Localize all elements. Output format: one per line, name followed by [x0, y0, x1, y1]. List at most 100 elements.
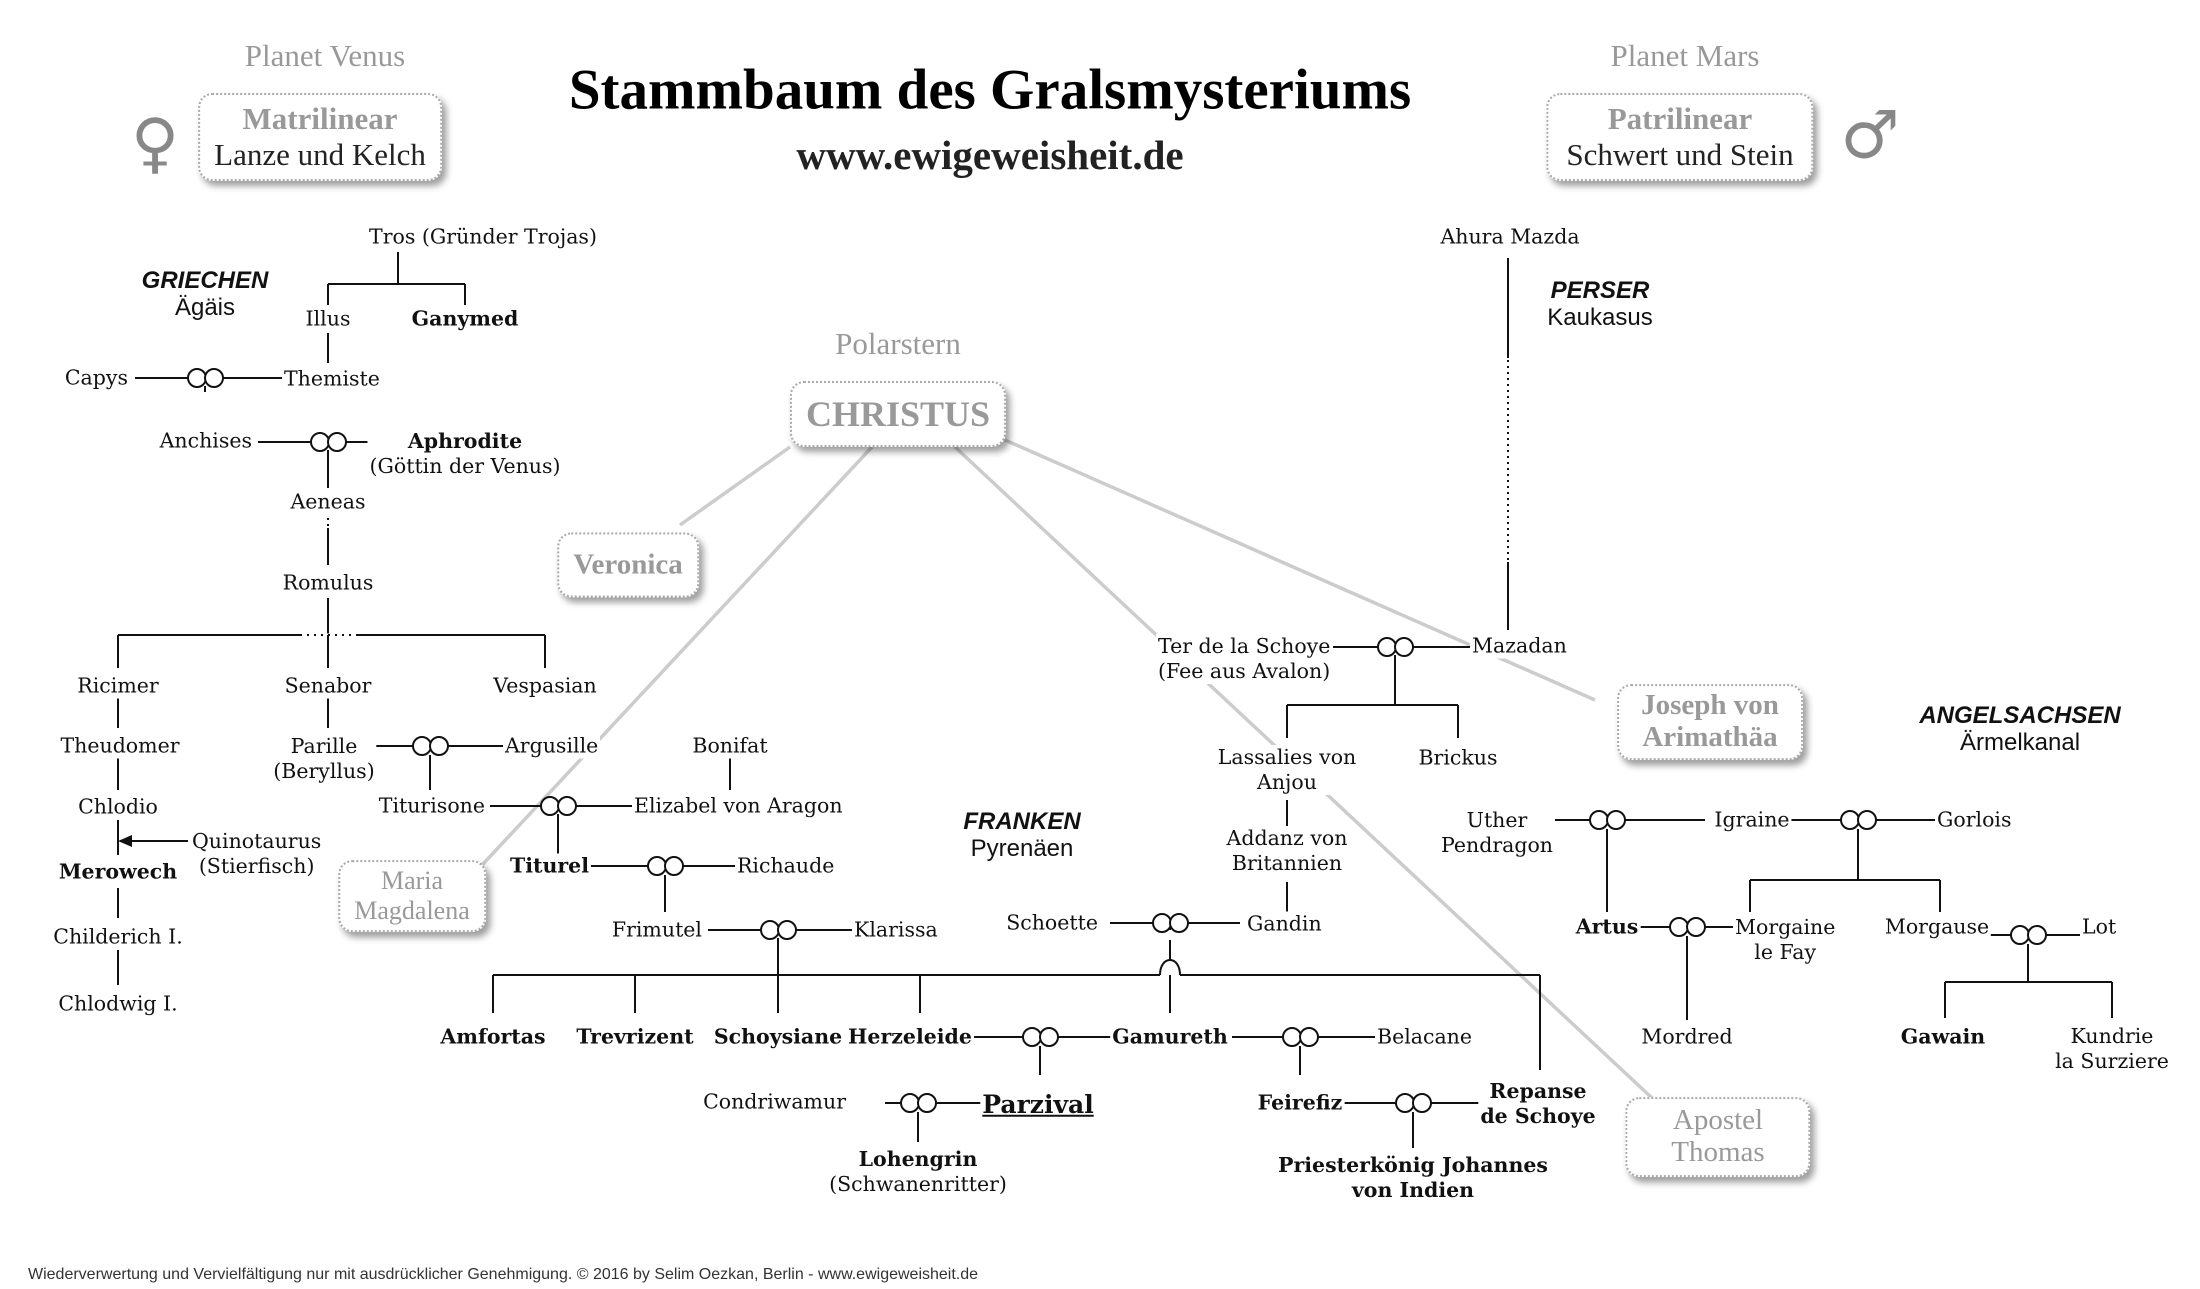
patrilinear-subtitle: Schwert und Stein: [1566, 137, 1794, 172]
person-kundrie: Kundrie la Surziere: [2053, 1024, 2171, 1074]
person-vespasian: Vespasian: [491, 673, 599, 699]
person-argusille: Argusille: [503, 733, 601, 759]
addanz-line1: Addanz von: [1226, 826, 1348, 850]
person-childerich: Childerich I.: [51, 924, 185, 950]
group-perser-region: Kaukasus: [1547, 304, 1653, 331]
repanse-line2: de Schoye: [1480, 1104, 1596, 1128]
venus-symbol-icon: ♀: [130, 104, 180, 182]
person-igraine: Igraine: [1712, 807, 1792, 833]
joseph-line1: Joseph von: [1641, 689, 1779, 722]
copyright-footer: Wiederverwertung und Vervielfältigung nu…: [28, 1266, 979, 1283]
repanse-line1: Repanse: [1489, 1079, 1587, 1103]
group-angelsachsen-name: ANGELSACHSEN: [1919, 702, 2121, 730]
lassalies-line1: Lassalies von: [1217, 745, 1357, 769]
patrilinear-box: Patrilinear Schwert und Stein: [1546, 93, 1814, 181]
planet-venus-label: Planet Venus: [244, 38, 406, 73]
thomas-line1: Apostel: [1672, 1104, 1764, 1137]
lohengrin-name: Lohengrin: [858, 1147, 978, 1171]
mars-symbol-icon: ♂: [1840, 96, 1900, 174]
kundrie-line2: la Surziere: [2055, 1049, 2169, 1073]
person-schoysiane: Schoysiane: [711, 1024, 845, 1050]
group-griechen-name: GRIECHEN: [141, 267, 269, 295]
person-bonifat: Bonifat: [690, 733, 770, 759]
kundrie-line1: Kundrie: [2070, 1024, 2154, 1048]
parille-note: (Beryllus): [273, 759, 375, 783]
christus-name: CHRISTUS: [805, 394, 991, 434]
aphrodite-note: (Göttin der Venus): [369, 454, 561, 478]
group-perser-name: PERSER: [1550, 277, 1650, 305]
page-title: Stammbaum des Gralsmysteriums: [568, 58, 1412, 122]
person-morgaine: Morgaine le Fay: [1733, 915, 1838, 965]
person-mordred: Mordred: [1639, 1024, 1735, 1050]
person-brickus: Brickus: [1416, 745, 1500, 771]
group-angelsachsen: ANGELSACHSEN Ärmelkanal: [1919, 702, 2121, 757]
uther-line1: Uther: [1466, 808, 1528, 832]
person-illus: Illus: [303, 306, 353, 332]
person-elizabel: Elizabel von Aragon: [632, 793, 845, 819]
person-repanse: Repanse de Schoye: [1478, 1079, 1598, 1129]
matrilinear-box: Matrilinear Lanze und Kelch: [198, 93, 442, 181]
maria-magdalena-box: Maria Magdalena: [338, 860, 486, 932]
person-chlodwig: Chlodwig I.: [56, 991, 180, 1017]
person-quinotaurus: Quinotaurus (Stierfisch): [190, 829, 324, 879]
joseph-box: Joseph von Arimathäa: [1617, 684, 1803, 760]
thomas-box: Apostel Thomas: [1625, 1097, 1811, 1177]
person-schoette: Schoette: [1004, 910, 1100, 936]
person-aphrodite: Aphrodite (Göttin der Venus): [367, 429, 563, 479]
person-merowech: Merowech: [56, 859, 180, 885]
person-ricimer: Ricimer: [75, 673, 161, 699]
person-addanz: Addanz von Britannien: [1224, 826, 1350, 876]
person-gorlois: Gorlois: [1935, 807, 2014, 833]
person-theudomer: Theudomer: [58, 733, 182, 759]
site-url: www.ewigeweisheit.de: [796, 132, 1184, 178]
person-ahura-mazda: Ahura Mazda: [1438, 224, 1582, 250]
person-parille: Parille (Beryllus): [271, 734, 377, 784]
veronica-box: Veronica: [557, 532, 699, 598]
person-uther: Uther Pendragon: [1438, 808, 1556, 858]
person-gandin: Gandin: [1245, 911, 1324, 937]
lohengrin-note: (Schwanenritter): [829, 1172, 1007, 1196]
person-morgause: Morgause: [1882, 914, 1992, 940]
joseph-line2: Arimathäa: [1642, 721, 1778, 753]
person-anchises: Anchises: [157, 428, 254, 454]
person-priesterkoenig: Priesterkönig Johannes von Indien: [1276, 1153, 1550, 1203]
addanz-line2: Britannien: [1231, 851, 1343, 875]
person-frimutel: Frimutel: [609, 917, 704, 943]
ter-line2: (Fee aus Avalon): [1158, 659, 1331, 683]
group-franken-name: FRANKEN: [963, 808, 1081, 836]
aphrodite-name: Aphrodite: [407, 429, 523, 453]
person-tros: Tros (Gründer Trojas): [367, 224, 599, 250]
morgaine-line1: Morgaine: [1735, 915, 1836, 939]
person-romulus: Romulus: [280, 570, 376, 596]
person-condriwamur: Condriwamur: [701, 1089, 848, 1115]
person-belacane: Belacane: [1375, 1024, 1475, 1050]
matrilinear-subtitle: Lanze und Kelch: [214, 137, 426, 172]
polarstern-label: Polarstern: [835, 326, 961, 361]
person-ganymed: Ganymed: [409, 306, 521, 332]
person-gawain: Gawain: [1898, 1024, 1988, 1050]
group-franken-region: Pyrenäen: [970, 835, 1074, 862]
person-trevrizent: Trevrizent: [574, 1024, 696, 1050]
maria-line2: Magdalena: [354, 896, 470, 925]
planet-mars-label: Planet Mars: [1610, 38, 1760, 73]
group-perser: PERSER Kaukasus: [1547, 277, 1653, 332]
person-parzival: Parzival: [980, 1089, 1096, 1121]
priesterkoenig-line1: Priesterkönig Johannes: [1278, 1153, 1548, 1177]
group-franken: FRANKEN Pyrenäen: [963, 808, 1081, 863]
maria-line1: Maria: [380, 866, 444, 896]
person-feirefiz: Feirefiz: [1255, 1090, 1345, 1116]
person-aeneas: Aeneas: [288, 489, 368, 515]
person-senabor: Senabor: [282, 673, 374, 699]
marriage-rings: [187, 368, 2047, 1113]
matrilinear-heading: Matrilinear: [242, 101, 398, 136]
parille-name: Parille: [290, 734, 358, 758]
person-gamureth: Gamureth: [1110, 1024, 1230, 1050]
ter-line1: Ter de la Schoye: [1158, 634, 1331, 658]
uther-line2: Pendragon: [1440, 833, 1554, 857]
person-herzeleide: Herzeleide: [846, 1024, 974, 1050]
person-chlodio: Chlodio: [76, 794, 160, 820]
person-themiste: Themiste: [282, 366, 382, 392]
person-amfortas: Amfortas: [438, 1024, 548, 1050]
